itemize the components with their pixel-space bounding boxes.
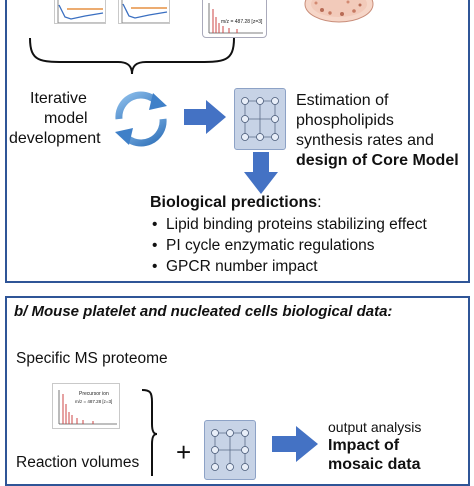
impact-line-2: mosaic data [328, 456, 421, 473]
top-plot-thumbnail-1 [54, 0, 106, 24]
list-item: •PI cycle enzymatic regulations [152, 237, 375, 254]
list-item: •GPCR number impact [152, 258, 318, 275]
predictions-list: •Lipid binding proteins stabilizing effe… [152, 214, 427, 277]
spectrum-label: Precursor ion [79, 391, 109, 397]
model-network-icon-b [204, 420, 256, 480]
list-item: •Lipid binding proteins stabilizing effe… [152, 216, 427, 233]
output-analysis-label: output analysis [328, 419, 422, 435]
iterative-label-line-3: development [9, 130, 101, 147]
plus-sign: + [176, 437, 192, 467]
cycle-arrows-icon [115, 91, 167, 147]
predictions-title-text: Biological predictions [150, 194, 318, 211]
predictions-title-colon: : [317, 194, 322, 211]
spectrum-sublabel: m/z = 487.28 [z=3] [75, 399, 113, 404]
bracket [141, 389, 158, 476]
top-plot-thumbnail-2 [118, 0, 170, 24]
grouping-brace [29, 37, 235, 75]
right-arrow-icon-b [272, 426, 318, 462]
iterative-label-line-2: model [44, 110, 88, 127]
estimation-line-3: synthesis rates and [296, 132, 434, 149]
reaction-volumes-label: Reaction volumes [16, 454, 140, 471]
ms-spectrum-thumbnail: Precursor ion m/z = 487.28 [z=3] [52, 383, 120, 429]
right-arrow-icon [184, 100, 226, 134]
top-ms-spectrum-thumbnail: m/z = 487.28 [z=3] [202, 0, 267, 38]
panel-b-title: b/ Mouse platelet and nucleated cells bi… [14, 303, 393, 320]
impact-line-1: Impact of [328, 437, 400, 454]
iterative-label-line-1: Iterative [30, 90, 87, 107]
top-spectrum-label: m/z = 487.28 [z=3] [221, 19, 263, 25]
cell-icon [304, 0, 374, 23]
model-network-icon [234, 88, 286, 150]
down-arrow-icon [244, 152, 278, 194]
estimation-line-2: phospholipids [296, 112, 394, 129]
core-model-label: design of Core Model [296, 152, 459, 169]
specific-ms-label: Specific MS proteome [16, 350, 168, 367]
predictions-title: Biological predictions: [150, 194, 322, 212]
estimation-line-1: Estimation of [296, 92, 389, 109]
